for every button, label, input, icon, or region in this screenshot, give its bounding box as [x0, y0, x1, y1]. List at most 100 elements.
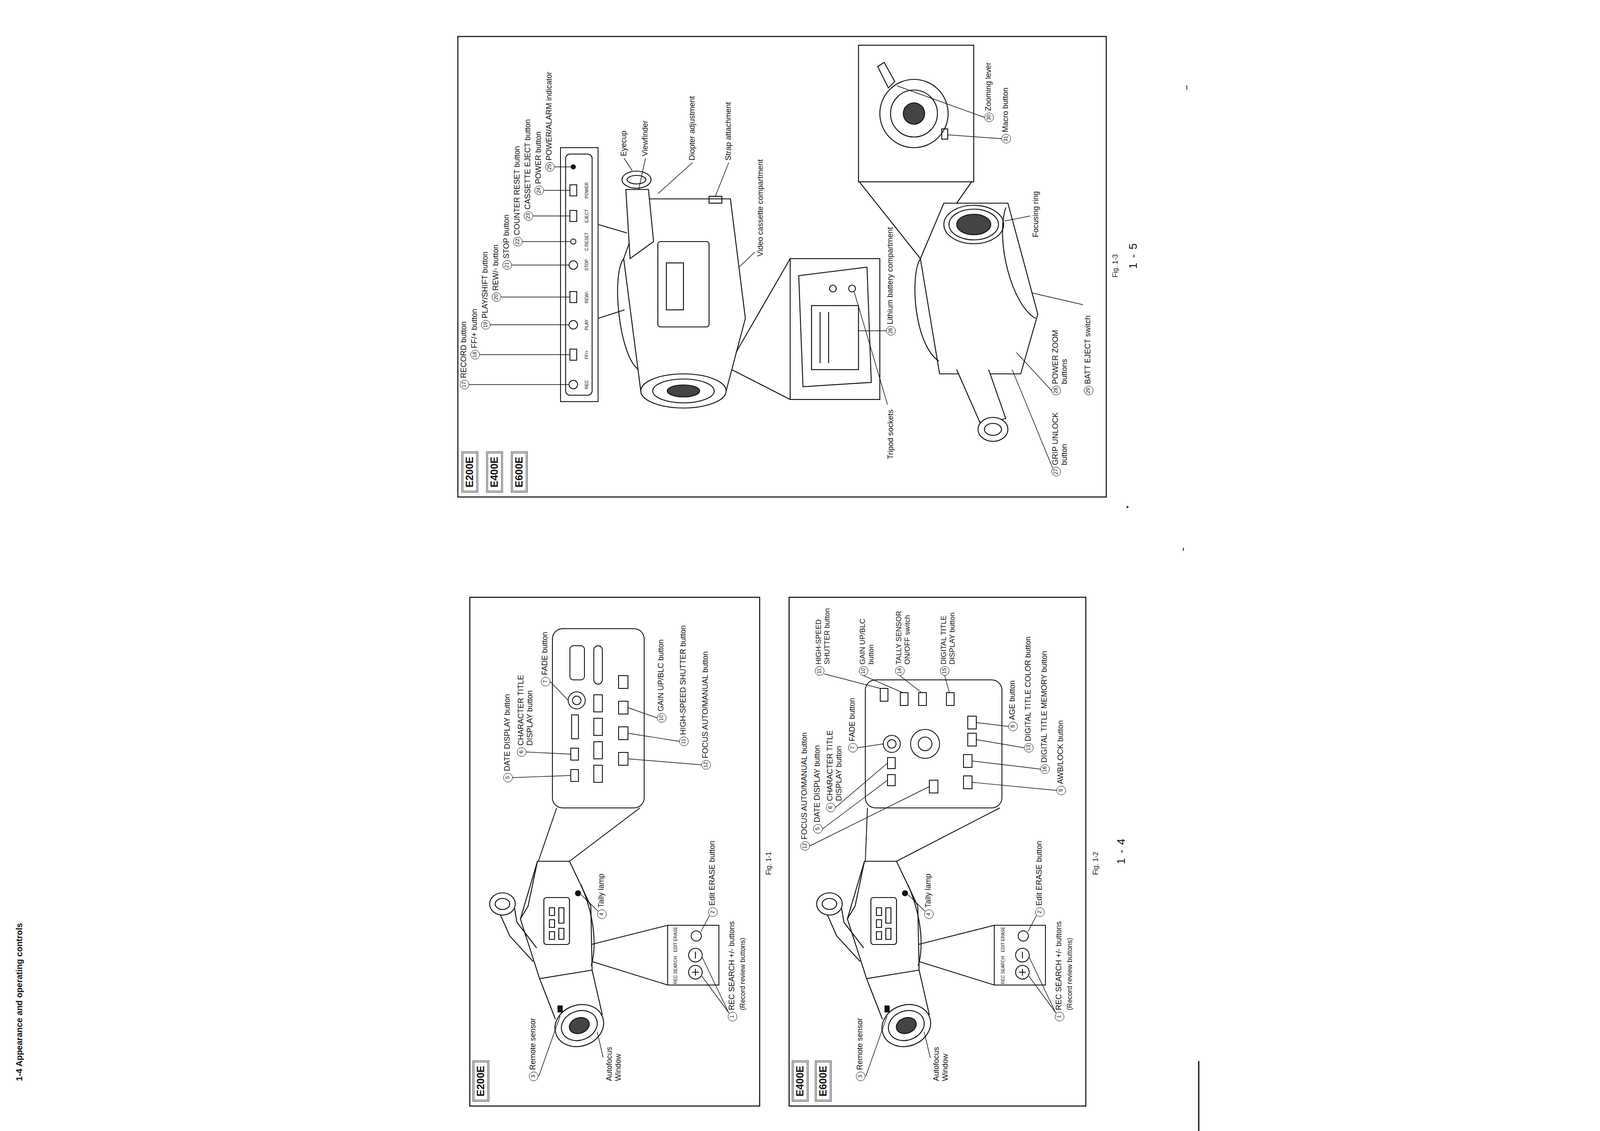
callout-number: 4: [597, 909, 607, 920]
callout-number: 25: [545, 162, 555, 172]
callout-number: 16: [1040, 764, 1050, 774]
callout-number: 6: [516, 747, 527, 757]
drawing-rect: [900, 692, 909, 706]
part-label: Macro button: [1001, 87, 1011, 133]
part-label: CHARACTER TITLE DISPLAY button: [825, 715, 844, 802]
drawing-circle: [829, 285, 837, 292]
model-name: E200E: [474, 1065, 488, 1097]
drawing-line: [625, 189, 654, 259]
part-label: TALLY SENSOR ON/OFF switch: [894, 600, 912, 665]
drawing-rect: [593, 741, 603, 760]
drawing-line: [624, 158, 755, 268]
drawing-rect: [458, 36, 1107, 498]
drawing-rect: [963, 776, 973, 789]
drawing-line: [809, 674, 1057, 1077]
drawing-rect: [929, 780, 938, 794]
drawing-circle: [1015, 948, 1030, 963]
camcorder-drawing: [489, 861, 610, 1054]
drawing-ellipse: [956, 214, 991, 235]
callout-number: 19: [481, 320, 491, 330]
drawing-ellipse: [984, 423, 1002, 436]
drawing-rect: [552, 628, 645, 809]
callout-number: 6: [826, 802, 836, 813]
callout-number: 24: [534, 185, 544, 196]
drawing-rect: [790, 258, 880, 400]
part-label: AGE button: [1007, 680, 1017, 721]
part-label: Diopter adjustment: [687, 96, 697, 161]
figure-caption: Fig. 1-3: [1111, 254, 1120, 278]
part-label: CASSETTE EJECT button: [523, 119, 533, 210]
drawing-rect: [657, 241, 710, 328]
part-label: PLAY/SHIFT button: [480, 251, 490, 319]
drawing-rect: [709, 196, 722, 204]
drawing-rect: [569, 291, 577, 303]
drawing-ellipse: [948, 209, 999, 240]
part-label: Strap attachment: [724, 102, 733, 161]
callout-number: 7: [848, 743, 858, 753]
part-label: AWB/LOCK button: [1056, 720, 1066, 785]
drawing-rect: [618, 752, 628, 766]
callout-number: 12: [701, 760, 711, 770]
drawing-line: [914, 258, 939, 362]
drawing-rect: [941, 128, 948, 140]
panel-marking: REC: [584, 379, 590, 389]
part-label: REW/- button: [491, 244, 501, 291]
callout-number: 14: [895, 666, 905, 676]
part-label: RECORD button: [459, 321, 469, 379]
control-strip: [560, 147, 599, 402]
drawing-line: [538, 808, 640, 862]
part-label: Focusing ring: [1031, 191, 1041, 238]
drawing-rect: [560, 147, 599, 402]
drawing-rect: [967, 716, 977, 730]
drawing-line: [1002, 207, 1036, 319]
callout-number: 26: [886, 326, 896, 336]
drawing-line: [798, 267, 872, 387]
drawing-circle: [848, 285, 856, 292]
drawing-rect: [593, 694, 603, 713]
part-note: (Record review buttons): [738, 937, 747, 1011]
callout-number: 2: [1035, 907, 1045, 917]
panel-marking: REW/-: [584, 290, 590, 304]
drawing-rect: [858, 45, 974, 182]
callout-number: 4: [924, 909, 934, 920]
page-number: 1 - 5: [1127, 242, 1140, 269]
drawing-line: [877, 62, 895, 88]
drawing-circle: [568, 691, 586, 710]
part-label: DIGITAL TITLE DISPLAY button: [939, 600, 957, 665]
drawing-rect: [994, 925, 1046, 986]
panel-marking: EJECT: [584, 209, 590, 223]
drawing-ellipse: [667, 385, 700, 398]
callout-number: 30: [984, 112, 994, 123]
drawing-circle: [688, 965, 703, 980]
model-badge: E200E: [461, 451, 479, 493]
part-label: Tripod sockets: [886, 409, 896, 460]
part-label: Video cassette compartment: [756, 159, 765, 257]
heading: 1-4 Appearance and operating controls: [14, 923, 25, 1082]
model-badge: E400E: [486, 451, 503, 493]
drawing-circle: [572, 696, 582, 705]
drawing-line: [1004, 216, 1084, 469]
panel-marking: EDIT ERASE: [1000, 926, 1006, 952]
part-label: Autofocus Window: [604, 1034, 623, 1082]
part-label: Eyecup: [619, 130, 629, 157]
callout-number: 5: [503, 773, 513, 783]
drawing-rect: [811, 305, 859, 370]
part-label: Edit ERASE button: [707, 840, 717, 906]
leader-lines: [469, 85, 1084, 469]
part-label: REC SEARCH +/- buttons: [1054, 921, 1064, 1011]
drawing-line: [859, 181, 972, 259]
drawing-line: [691, 969, 699, 976]
drawing-rect: [618, 727, 628, 740]
panel-marking: REC SEARCH: [1000, 956, 1006, 985]
callout-number: 7: [540, 677, 551, 687]
part-label: POWER/ALARM indicator: [544, 71, 554, 161]
model-name: E400E: [488, 456, 501, 488]
drawing-rect: [887, 774, 896, 786]
drawing-rect: [918, 692, 927, 706]
part-label: Lithium battery compartment: [885, 227, 895, 325]
drawing-rect: [593, 645, 603, 685]
model-name: E600E: [513, 456, 526, 488]
callout-number: 2: [708, 907, 718, 917]
